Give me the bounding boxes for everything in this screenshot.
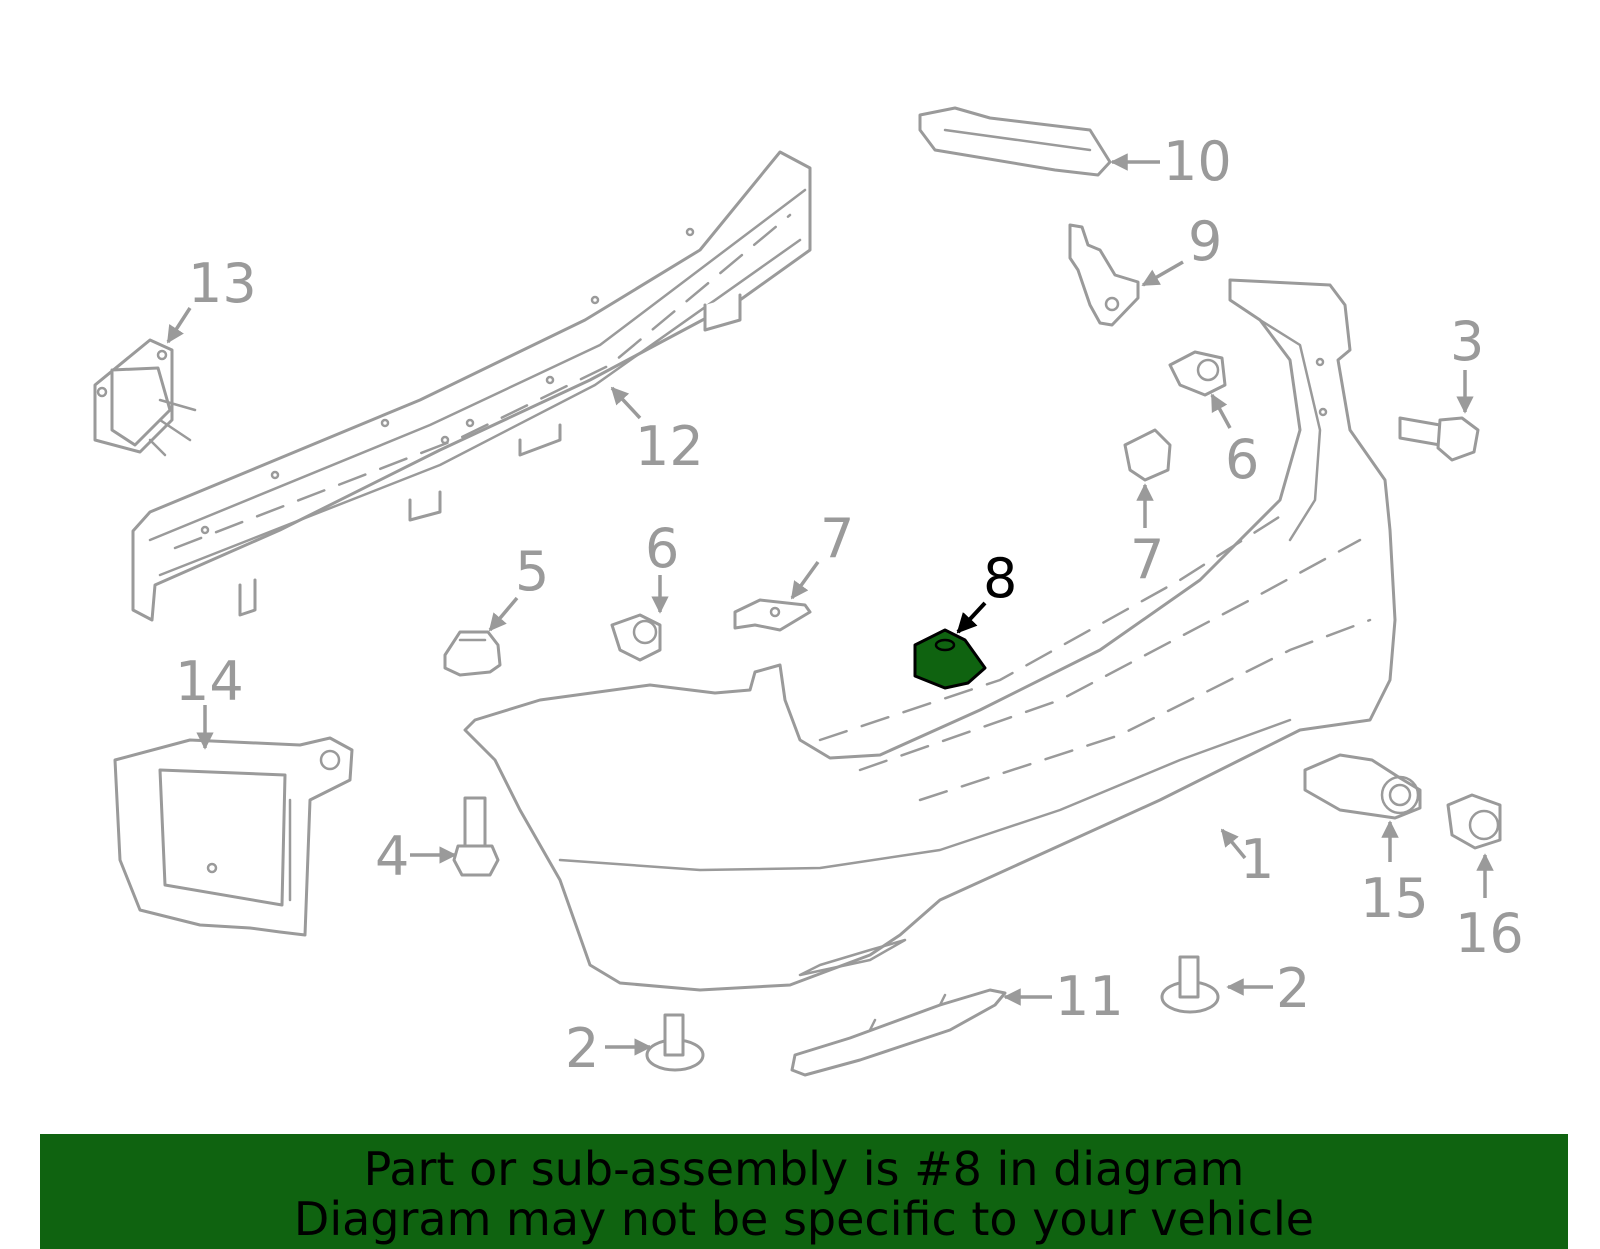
- callout-1: 1: [1240, 828, 1274, 891]
- callout-4: 4: [375, 825, 409, 888]
- callout-2-right: 2: [1276, 957, 1310, 1020]
- callout-7-right: 7: [1130, 528, 1164, 591]
- part-7-cap: [1123, 428, 1172, 482]
- part-16-sensor-retainer: [1446, 793, 1502, 850]
- callout-11: 11: [1055, 965, 1124, 1028]
- part-2-push-pin-right: [1160, 955, 1220, 1014]
- part-8-highlighted-bracket: [913, 628, 987, 690]
- callout-15: 15: [1360, 867, 1429, 930]
- callout-3: 3: [1450, 310, 1484, 373]
- part-15-parking-sensor: [1303, 753, 1422, 820]
- callout-8: 8: [983, 547, 1017, 610]
- part-10-side-bracket: [918, 106, 1112, 177]
- leader-arrows: [166, 153, 1494, 1056]
- part-7-clip-nut: [733, 598, 812, 632]
- callout-10: 10: [1163, 130, 1232, 193]
- part-14-sensor-bracket: [113, 736, 354, 937]
- callout-labels: 1 2 2 3 4 5 6 6 7 7 8 9 10 11 12 13 14 1…: [175, 130, 1524, 1080]
- part-9-retainer-bracket: [1068, 223, 1140, 327]
- part-4-bolt: [452, 796, 500, 877]
- part-3-bolt: [1398, 416, 1480, 462]
- banner-line-2: Diagram may not be specific to your vehi…: [293, 1192, 1315, 1246]
- part-11-reflector: [790, 988, 1007, 1077]
- callout-12: 12: [635, 415, 704, 478]
- callout-9: 9: [1188, 210, 1222, 273]
- banner-line-1: Part or sub-assembly is #8 in diagram: [363, 1142, 1245, 1196]
- callout-2-bottom: 2: [565, 1017, 599, 1080]
- part-6-push-clip: [610, 613, 662, 662]
- part-12-bumper-reinforcement: [131, 150, 812, 622]
- callout-14: 14: [175, 650, 244, 713]
- part-13-mounting-bracket: [93, 338, 197, 457]
- info-banner: Part or sub-assembly is #8 in diagram Di…: [40, 1134, 1568, 1249]
- callout-16: 16: [1455, 902, 1524, 965]
- part-6-push-clip-upper: [1168, 350, 1227, 397]
- callout-5: 5: [515, 540, 549, 603]
- callout-7-left: 7: [820, 507, 854, 570]
- callout-6-left: 6: [645, 517, 679, 580]
- part-1-bumper-cover: [463, 278, 1397, 992]
- callout-13: 13: [188, 252, 257, 315]
- callout-6-right: 6: [1225, 428, 1259, 491]
- part-2-push-pin: [645, 1013, 705, 1072]
- part-5-clip: [443, 630, 502, 677]
